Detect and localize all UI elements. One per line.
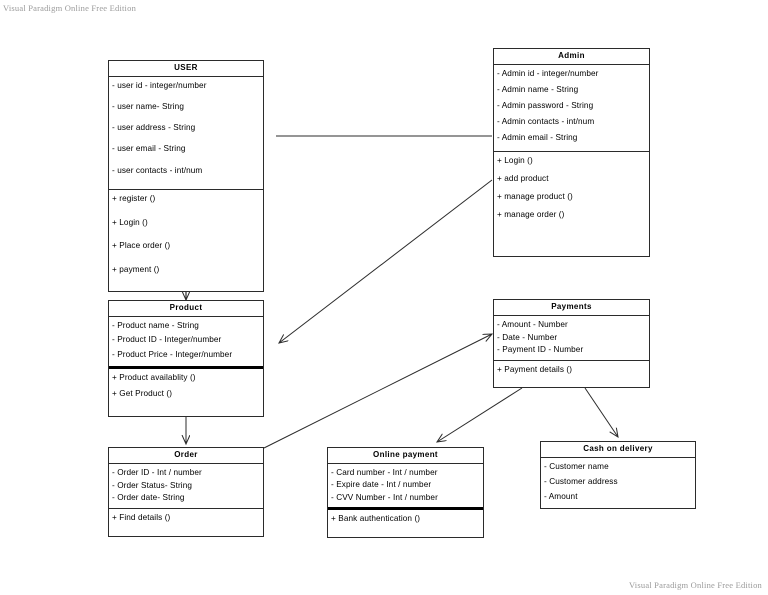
- operation-row: + Bank authentication (): [331, 514, 421, 523]
- attribute-row: - Product name - String: [112, 320, 199, 330]
- class-title-product: Product: [109, 301, 263, 317]
- operation-row: + Place order (): [112, 241, 171, 251]
- class-operations-order: + Find details (): [109, 508, 263, 536]
- class-attributes-online-payment: - Card number - Int / number - Expire da…: [328, 464, 483, 507]
- operations-filler: [328, 529, 483, 534]
- connector-admin-product: [279, 179, 493, 343]
- class-title-payments: Payments: [494, 300, 649, 316]
- attribute-row: - Amount: [544, 491, 578, 501]
- attribute-row: - Order Status- String: [112, 480, 193, 490]
- class-title-admin: Admin: [494, 49, 649, 65]
- operation-row: + manage product (): [497, 192, 573, 202]
- attribute-row: - Expire date - Int / number: [331, 480, 432, 490]
- class-title-online-payment: Online payment: [328, 448, 483, 464]
- attribute-row: - Payment ID - Number: [497, 345, 584, 355]
- attribute-row: - Admin email - String: [497, 133, 578, 143]
- class-attributes-user: - user id - integer/number - user name- …: [109, 77, 263, 189]
- attribute-row: - Order ID - Int / number: [112, 467, 202, 477]
- attribute-row: - user id - integer/number: [112, 80, 207, 90]
- attribute-row: - Amount - Number: [497, 319, 568, 329]
- class-title-cash-on-delivery: Cash on delivery: [541, 442, 695, 458]
- attribute-row: - Customer address: [544, 476, 618, 486]
- operations-filler: [109, 528, 263, 533]
- operation-row: + register (): [112, 193, 156, 203]
- attribute-row: - Admin name - String: [497, 84, 579, 94]
- attribute-row: - Order date- String: [112, 493, 185, 503]
- attribute-row: - Customer name: [544, 461, 609, 471]
- attribute-row: - user email - String: [112, 144, 186, 154]
- class-attributes-payments: - Amount - Number - Date - Number - Paym…: [494, 316, 649, 360]
- attribute-row: - user name- String: [112, 102, 184, 112]
- class-operations-online-payment: + Bank authentication (): [328, 507, 483, 537]
- attribute-row: - Product Price - Integer/number: [112, 349, 233, 359]
- class-box-product[interactable]: Product - Product name - String - Produc…: [108, 300, 264, 417]
- class-attributes-product: - Product name - String - Product ID - I…: [109, 317, 263, 366]
- operation-row: + Product availablity (): [112, 373, 196, 382]
- class-attributes-order: - Order ID - Int / number - Order Status…: [109, 464, 263, 508]
- class-attributes-admin: - Admin id - integer/number - Admin name…: [494, 65, 649, 152]
- attribute-row: - Admin contacts - int/num: [497, 117, 595, 127]
- attribute-row: - CVV Number - Int / number: [331, 492, 438, 502]
- operation-row: + add product: [497, 174, 549, 184]
- watermark-top-left: Visual Paradigm Online Free Edition: [3, 3, 137, 13]
- class-operations-admin: + Login () + add product + manage produc…: [494, 151, 649, 256]
- attribute-row: - Card number - Int / number: [331, 467, 438, 477]
- operation-row: + payment (): [112, 265, 160, 275]
- watermark-bottom-right: Visual Paradigm Online Free Edition: [628, 580, 762, 590]
- class-box-user[interactable]: USER - user id - integer/number - user n…: [108, 60, 264, 292]
- class-operations-product: + Product availablity () + Get Product (…: [109, 366, 263, 416]
- connector-order-payments: [263, 334, 492, 449]
- operation-row: + Login (): [112, 217, 148, 227]
- connector-payments-cash-on-delivery: [584, 387, 618, 437]
- class-attributes-cash-on-delivery: - Customer name - Customer address - Amo…: [541, 458, 695, 509]
- operation-row: + manage order (): [497, 210, 565, 220]
- operation-row: + Find details (): [112, 513, 171, 522]
- attribute-row: - Date - Number: [497, 332, 558, 342]
- operations-filler: [494, 227, 649, 253]
- connector-payments-online-payment: [437, 387, 523, 442]
- class-operations-user: + register () + Login () + Place order (…: [109, 188, 263, 291]
- class-title-order: Order: [109, 448, 263, 464]
- attribute-row: - Admin id - integer/number: [497, 68, 599, 78]
- operation-row: + Payment details (): [497, 365, 573, 374]
- operations-filler: [109, 404, 263, 413]
- attribute-row: - Product ID - Integer/number: [112, 335, 222, 345]
- class-box-cash-on-delivery[interactable]: Cash on delivery - Customer name - Custo…: [540, 441, 696, 509]
- class-box-order[interactable]: Order - Order ID - Int / number - Order …: [108, 447, 264, 537]
- class-operations-payments: + Payment details (): [494, 360, 649, 387]
- operation-row: + Get Product (): [112, 389, 173, 398]
- attribute-row: - user address - String: [112, 123, 196, 133]
- class-box-payments[interactable]: Payments - Amount - Number - Date - Numb…: [493, 299, 650, 388]
- attribute-row: - Admin password - String: [497, 101, 594, 111]
- operation-row: + Login (): [497, 156, 533, 166]
- class-title-user: USER: [109, 61, 263, 77]
- attribute-row: - user contacts - int/num: [112, 165, 203, 175]
- operations-filler: [494, 380, 649, 384]
- class-box-admin[interactable]: Admin - Admin id - integer/number - Admi…: [493, 48, 650, 257]
- class-box-online-payment[interactable]: Online payment - Card number - Int / num…: [327, 447, 484, 538]
